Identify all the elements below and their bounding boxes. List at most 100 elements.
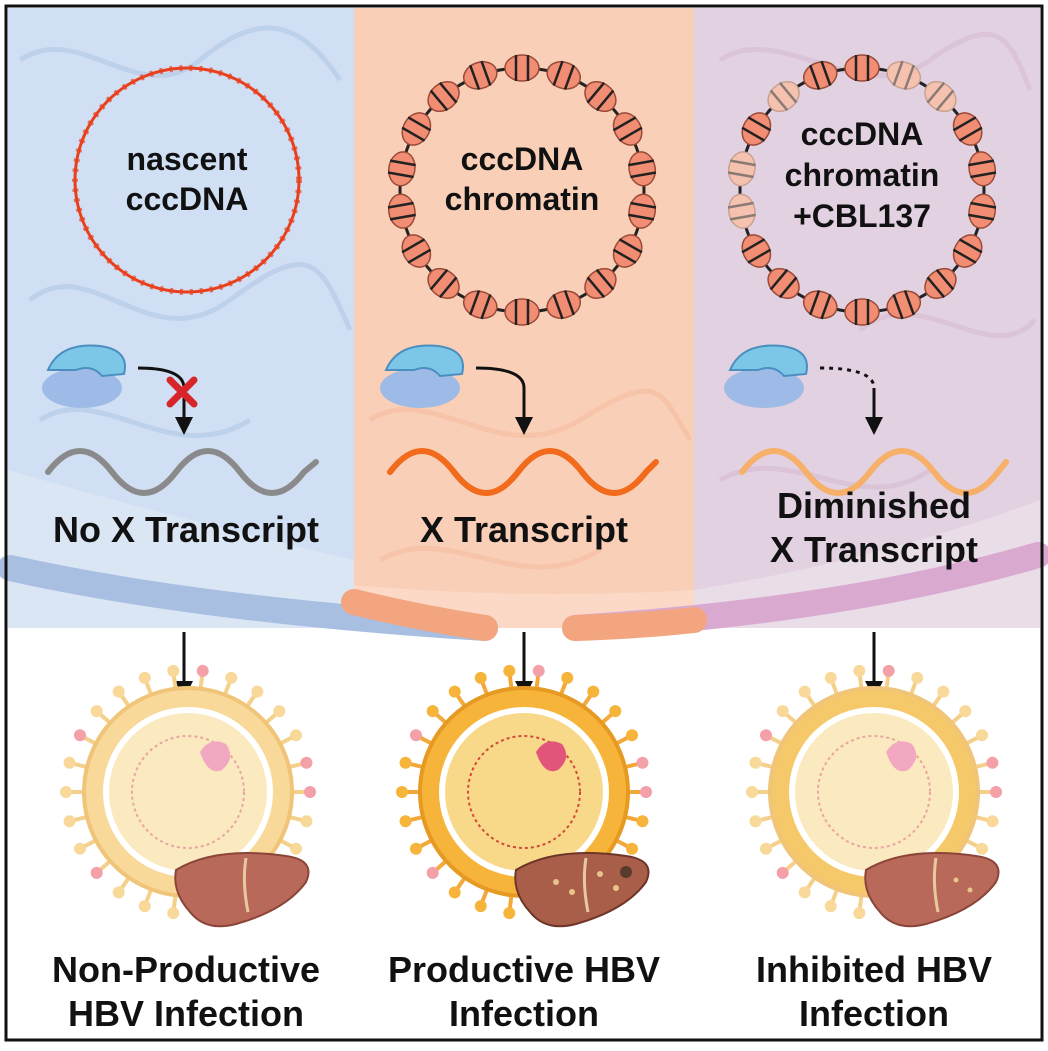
virion-spike — [304, 786, 316, 798]
virion-spike — [911, 671, 924, 684]
virion-spike — [63, 815, 76, 828]
nucleosome — [802, 289, 838, 320]
nucleosome — [387, 151, 416, 187]
nucleosome — [462, 289, 498, 320]
liver-icon — [864, 852, 1000, 928]
transcript-label-nascent: No X Transcript — [53, 509, 319, 550]
nucleosome — [968, 193, 997, 229]
nucleosome — [546, 60, 582, 91]
virion-spike — [759, 842, 772, 855]
circle-label-cbl-2: chromatin — [785, 157, 940, 193]
inhibition-x-icon — [166, 376, 198, 408]
virion-spike — [60, 786, 72, 798]
virion-spike — [426, 866, 439, 879]
outcome-label-nascent-1: Non-Productive — [52, 949, 320, 990]
virion-spike — [776, 866, 789, 879]
nucleosome — [767, 267, 800, 299]
cccdna-chromatin-circle — [387, 54, 657, 326]
nucleosome — [612, 112, 643, 146]
nucleosome-faded — [727, 193, 756, 229]
transcript-wave-none — [45, 448, 319, 496]
outcome-label-cbl-1: Inhibited HBV — [756, 949, 992, 990]
nucleosome — [546, 289, 582, 320]
virion-spike — [399, 815, 412, 828]
nucleosome — [844, 298, 880, 326]
nucleosome — [387, 193, 416, 229]
nucleosome-faded — [886, 60, 922, 91]
virion-spike — [426, 705, 439, 718]
virion-spike — [196, 664, 209, 677]
virion-spike — [290, 729, 303, 742]
nuclear-membrane — [0, 542, 1048, 641]
nucleosome — [504, 298, 540, 326]
virion-spike — [63, 756, 76, 769]
virion-spike — [798, 685, 811, 698]
nucleosome — [968, 151, 997, 187]
virion-spike — [503, 907, 516, 920]
hbv-virion-icon — [746, 664, 1002, 920]
circle-label-chromatin-2: chromatin — [445, 181, 600, 217]
virion-spike — [776, 705, 789, 718]
virion-spike — [300, 756, 313, 769]
virion-spike — [167, 664, 180, 677]
virion-spike — [986, 756, 999, 769]
virion-spike — [112, 886, 125, 899]
nucleosome — [802, 60, 838, 91]
virion-spike — [532, 664, 545, 677]
virion-spike — [749, 815, 762, 828]
rna-polymerase-icon — [380, 344, 464, 408]
virion-spike — [976, 842, 989, 855]
liver-icon — [174, 852, 310, 928]
nucleosome — [462, 60, 498, 91]
nucleosome — [952, 234, 983, 268]
outcome-label-chromatin-1: Productive HBV — [388, 949, 660, 990]
nucleosome — [584, 81, 617, 113]
nucleosome — [401, 112, 432, 146]
virion-spike — [759, 729, 772, 742]
outcome-label-cbl-2: Infection — [799, 993, 949, 1034]
nucleosome-faded — [924, 81, 957, 113]
virion-spike — [824, 900, 837, 913]
virion-spike — [399, 756, 412, 769]
transcript-wave-weak — [739, 448, 1009, 496]
virion-spike — [138, 900, 151, 913]
virion-spike — [587, 685, 600, 698]
nucleosome-faded — [727, 151, 756, 187]
virion-spike — [138, 671, 151, 684]
nucleosome-faded — [767, 81, 800, 113]
virion-spike — [503, 664, 516, 677]
transcript-wave-full — [387, 448, 659, 496]
virion-spike — [937, 685, 950, 698]
rna-polymerase-icon — [42, 344, 126, 408]
circle-label-chromatin-1: cccDNA — [461, 141, 584, 177]
virion-spike — [626, 729, 639, 742]
circle-label-cbl-3: +CBL137 — [793, 198, 931, 234]
virion-spike — [824, 671, 837, 684]
transcript-label-cbl-1: Diminished — [777, 485, 971, 526]
virion-spike — [853, 664, 866, 677]
virion-spike — [609, 705, 622, 718]
virion-spike — [73, 842, 86, 855]
virion-spike — [882, 664, 895, 677]
virion-spike — [112, 685, 125, 698]
nucleosome — [401, 234, 432, 268]
membrane-segment-left-orange — [341, 589, 498, 641]
circle-label-nascent-2: cccDNA — [126, 181, 249, 217]
rna-polymerase-icon — [724, 344, 808, 408]
virion-spike — [749, 756, 762, 769]
nucleosome — [741, 234, 772, 268]
cccdna-chromatin-cbl137-circle — [727, 54, 997, 326]
virion-spike — [990, 786, 1002, 798]
virion-spike — [853, 907, 866, 920]
virion-spike — [448, 886, 461, 899]
nucleosome — [741, 112, 772, 146]
outcome-label-chromatin-2: Infection — [449, 993, 599, 1034]
nucleosome — [427, 267, 460, 299]
virion-spike — [409, 729, 422, 742]
nucleosome — [844, 54, 880, 82]
arrow-down-icon — [475, 366, 533, 435]
nucleosome — [612, 234, 643, 268]
virion-spike — [986, 815, 999, 828]
